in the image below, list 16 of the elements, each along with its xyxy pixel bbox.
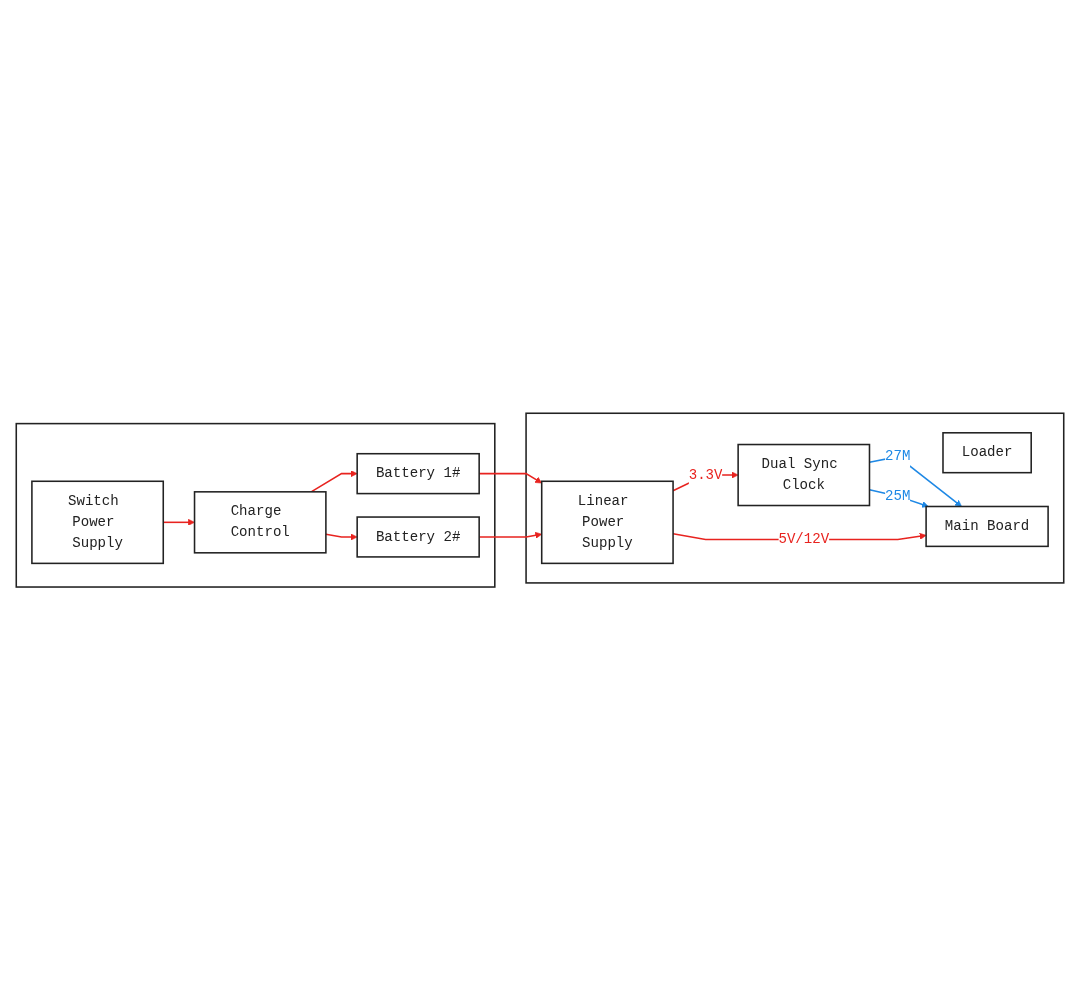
arrow [325,533,358,541]
cluster [15,422,496,588]
node-box: Switch Power Supply [31,480,165,564]
node-box: Loader [942,431,1032,474]
edge-label: 5V/12V [778,531,830,547]
node-box: Main Board [925,505,1049,547]
arrow [310,470,358,493]
cluster [525,412,1065,584]
node-box: Dual Sync Clock [737,443,871,507]
node-box: Linear Power Supply [540,480,674,564]
edge-label: 25M [885,487,911,504]
node-box: Battery 2# [356,516,480,558]
node-box: Battery 1# [356,452,480,495]
edge-label: 27M [885,448,911,464]
node-box: Charge Control [193,490,327,554]
edge-label: 3.3V [688,466,723,483]
